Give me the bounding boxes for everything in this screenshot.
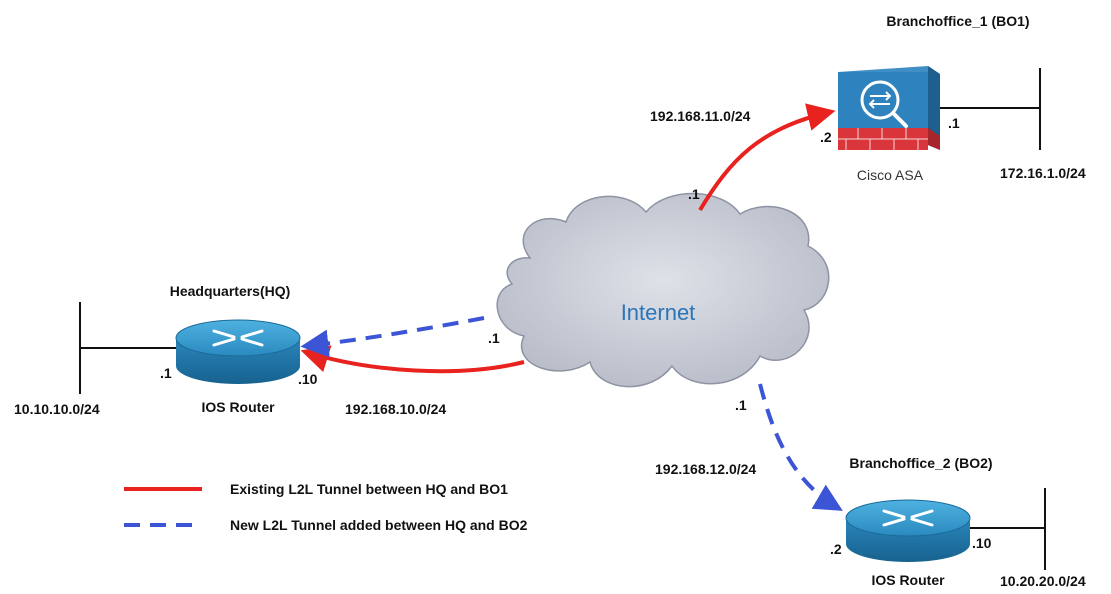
bo1-lan-segment <box>940 68 1041 150</box>
bo1-lan-subnet: 172.16.1.0/24 <box>1000 165 1086 181</box>
bo2-lan-segment <box>970 488 1046 570</box>
legend-existing-label: Existing L2L Tunnel between HQ and BO1 <box>230 481 508 497</box>
hq-lan-subnet: 10.10.10.0/24 <box>14 401 100 417</box>
bo1-title: Branchoffice_1 (BO1) <box>886 13 1029 29</box>
bo2-wan-if: .2 <box>830 541 842 557</box>
internet-cloud: Internet <box>496 192 830 388</box>
bo1-wan-subnet: 192.168.11.0/24 <box>650 108 751 124</box>
bo2-device-label: IOS Router <box>871 572 945 588</box>
new-tunnel-bo2 <box>758 383 843 511</box>
hq-lan-if: .1 <box>160 365 172 381</box>
bo1-cloud-if: .1 <box>688 186 700 202</box>
cloud-label: Internet <box>621 300 696 325</box>
legend: Existing L2L Tunnel between HQ and BO1 N… <box>124 481 528 533</box>
bo2-title: Branchoffice_2 (BO2) <box>849 455 992 471</box>
hq-title: Headquarters(HQ) <box>170 283 291 299</box>
asa-firewall-icon <box>838 66 940 150</box>
bo2-router-icon <box>845 499 971 562</box>
hq-cloud-if: .1 <box>488 330 500 346</box>
existing-tunnel-bo1 <box>698 103 836 212</box>
bo2-lan-subnet: 10.20.20.0/24 <box>1000 573 1086 589</box>
hq-lan-segment <box>79 302 178 394</box>
legend-new-label: New L2L Tunnel added between HQ and BO2 <box>230 517 528 533</box>
bo1-device-label: Cisco ASA <box>857 167 924 183</box>
bo1-lan-if: .1 <box>948 115 960 131</box>
hq-wan-if: .10 <box>298 371 318 387</box>
bo2-wan-subnet: 192.168.12.0/24 <box>655 461 756 477</box>
hq-device-label: IOS Router <box>201 399 275 415</box>
hq-router-icon <box>175 319 301 384</box>
hq-wan-subnet: 192.168.10.0/24 <box>345 401 446 417</box>
bo2-cloud-if: .1 <box>735 397 747 413</box>
new-tunnel-hq <box>300 316 485 358</box>
bo2-lan-if: .10 <box>972 535 992 551</box>
cloud-shape <box>496 192 830 388</box>
bo1-wan-if: .2 <box>820 129 832 145</box>
existing-tunnel-hq <box>300 345 525 374</box>
